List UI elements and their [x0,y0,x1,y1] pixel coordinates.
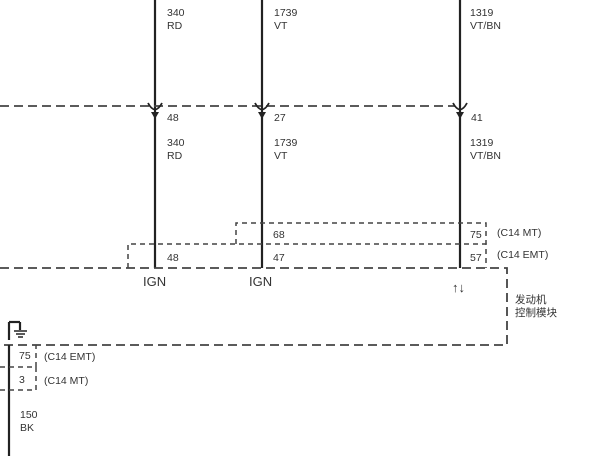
connector-mt-pin-b: 75 [470,229,482,241]
module-comm-arrows-icon: ↑↓ [452,280,465,295]
splice-cup-3 [452,102,468,111]
splice-cup-2 [254,102,270,111]
splice-arrow-2 [258,112,266,119]
top-wire-2-color: VT [274,20,288,32]
ground-symbol-icon [14,330,27,338]
splice-pin-3: 41 [471,112,483,124]
connector-emt-pin-c: 57 [470,252,482,264]
module-pin-ign-2: IGN [249,274,272,289]
ground-wire-circuit: 150 [20,409,38,421]
splice-cup-1 [147,102,163,111]
splice-arrow-3 [456,112,464,119]
ground-emt-label: (C14 EMT) [44,351,95,363]
ground-emt-pin: 75 [19,350,31,362]
mid-wire-2-color: VT [274,150,288,162]
module-pin-ign-1: IGN [143,274,166,289]
top-wire-1-color: RD [167,20,183,32]
splice-arrow-1 [151,112,159,119]
top-wire-3-color: VT/BN [470,20,501,32]
splice-pin-1: 48 [167,112,179,124]
top-wire-3-circuit: 1319 [470,7,494,19]
mid-wire-3-color: VT/BN [470,150,501,162]
connector-emt-pin-b: 47 [273,252,285,264]
connector-c14-mt-outline [235,222,487,244]
ground-mt-pin: 3 [19,374,25,386]
connector-ground-mt-outline [0,367,37,391]
connector-emt-pin-a: 48 [167,252,179,264]
splice-pin-2: 27 [274,112,286,124]
ground-wire-color: BK [20,422,34,434]
mid-wire-3-circuit: 1319 [470,137,494,149]
module-name-line2: 控制模块 [515,306,557,319]
mid-wire-2-circuit: 1739 [274,137,298,149]
connector-mt-label: (C14 MT) [497,227,541,239]
module-name-line1: 发动机 [515,293,547,306]
module-box-outline [0,267,508,346]
connector-emt-label: (C14 EMT) [497,249,548,261]
top-wire-2-circuit: 1739 [274,7,298,19]
connector-c14-emt-outline [127,243,487,268]
mid-wire-1-circuit: 340 [167,137,185,149]
connector-mt-pin-a: 68 [273,229,285,241]
top-wire-1-circuit: 340 [167,7,185,19]
mid-wire-1-color: RD [167,150,183,162]
ground-mt-label: (C14 MT) [44,375,88,387]
